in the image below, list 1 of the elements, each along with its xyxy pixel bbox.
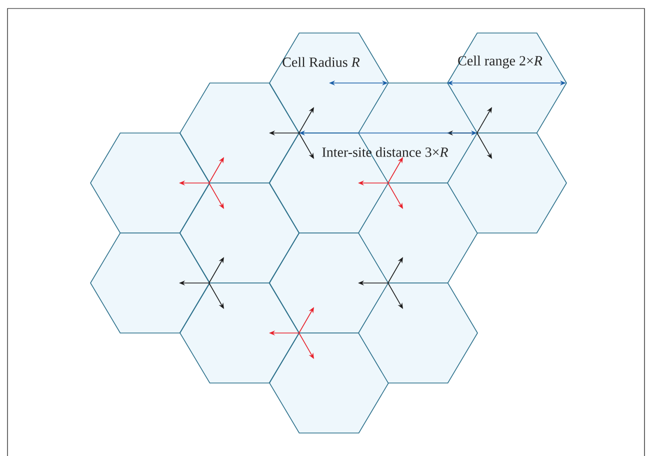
dimension-label: Cell Radius R: [282, 57, 360, 67]
